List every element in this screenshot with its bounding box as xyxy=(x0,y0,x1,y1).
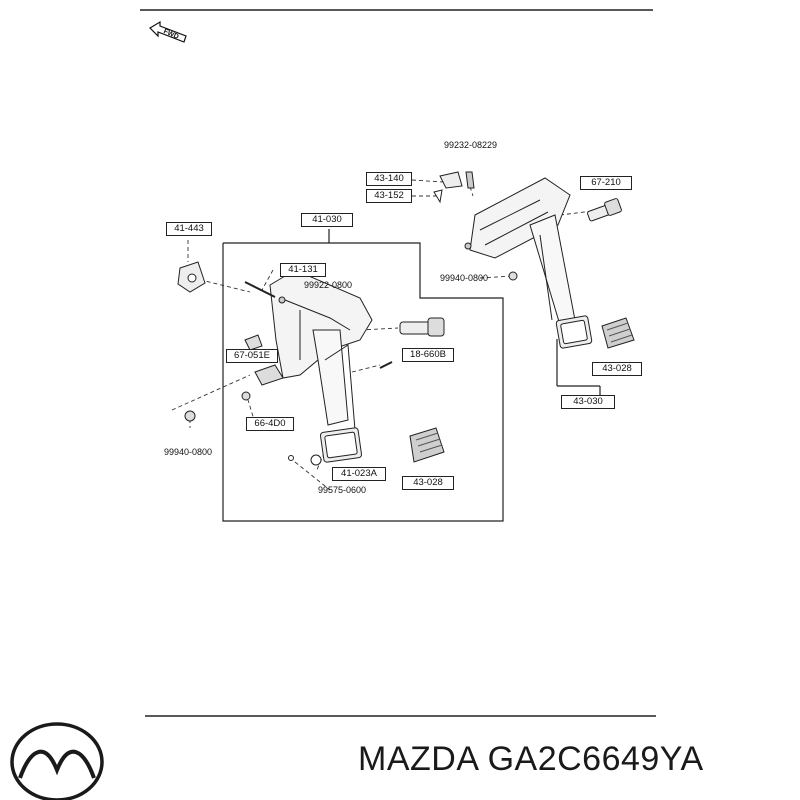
label-43-028-upper: 43-028 xyxy=(592,362,642,376)
label-41-443: 41-443 xyxy=(166,222,212,236)
switch-18-660b xyxy=(399,317,445,337)
assembly-frame xyxy=(222,229,601,522)
label-99922-0800: 99922-0800 xyxy=(304,280,353,290)
small-fasteners xyxy=(184,171,518,466)
pedal-pad-43-028-upper xyxy=(601,317,635,349)
brand-name: MAZDA xyxy=(358,740,478,778)
label-41-030: 41-030 xyxy=(301,213,353,227)
bracket-41-443 xyxy=(177,261,206,293)
label-41-131: 41-131 xyxy=(280,263,326,277)
label-41-023a: 41-023A xyxy=(332,467,386,481)
label-99940-0800-left: 99940-0800 xyxy=(164,447,213,457)
label-43-152: 43-152 xyxy=(366,189,412,203)
label-99232-08229: 99232-08229 xyxy=(444,140,498,150)
pedal-pad-43-028-lower xyxy=(409,427,445,463)
label-99575-0600: 99575-0600 xyxy=(318,485,367,495)
part-number: GA2C6649YA xyxy=(487,740,704,778)
label-43-140: 43-140 xyxy=(366,172,412,186)
label-67-210: 67-210 xyxy=(580,176,632,190)
fwd-arrow-icon xyxy=(149,20,187,43)
brake-pedal-assembly xyxy=(244,269,373,463)
label-67-051e: 67-051E xyxy=(226,349,278,363)
label-43-028-lower: 43-028 xyxy=(402,476,454,490)
mazda-logo-icon xyxy=(10,722,104,800)
label-18-660b: 18-660B xyxy=(402,348,454,362)
brand-part-number: MAZDA GA2C6649YA xyxy=(358,742,704,776)
clutch-pedal-assembly xyxy=(464,177,593,349)
label-99940-0800-right: 99940-0800 xyxy=(440,273,489,283)
label-43-030: 43-030 xyxy=(561,395,615,409)
label-66-4d0: 66-4D0 xyxy=(246,417,294,431)
switch-67-210 xyxy=(587,198,622,222)
